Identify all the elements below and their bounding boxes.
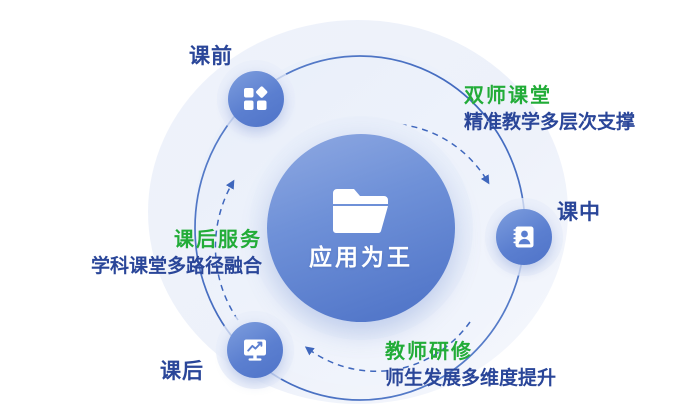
hub-circle[interactable]: 应用为王: [267, 134, 455, 322]
flow-arrow-bottom: [304, 321, 471, 372]
grid-diamond-icon: [242, 85, 270, 113]
annotation-after-school-service: 课后服务 学科课堂多路径融合: [0, 228, 262, 279]
stage-label-before-class: 课前: [189, 45, 233, 68]
hub-label: 应用为王: [309, 244, 413, 270]
monitor-chart-icon: [241, 337, 269, 363]
stage-label-during-class: 课中: [557, 201, 601, 224]
annotation-teacher-training: 教师研修 师生发展多维度提升: [385, 340, 556, 391]
stage-label-after-class: 课后: [160, 360, 204, 383]
annotation-dual-teacher: 双师课堂 精准教学多层次支撑: [464, 84, 635, 135]
node-before-class[interactable]: [228, 71, 284, 127]
contact-card-icon: [511, 224, 537, 250]
annotation-after-school-service-subtitle: 学科课堂多路径融合: [90, 255, 262, 277]
annotation-teacher-training-title: 教师研修: [385, 341, 473, 363]
node-after-class[interactable]: [227, 322, 283, 378]
folder-icon: [331, 187, 391, 240]
node-during-class[interactable]: [496, 209, 552, 265]
annotation-after-school-service-title: 课后服务: [174, 229, 262, 251]
annotation-dual-teacher-subtitle: 精准教学多层次支撑: [464, 111, 636, 133]
annotation-teacher-training-subtitle: 师生发展多维度提升: [385, 367, 557, 389]
annotation-dual-teacher-title: 双师课堂: [464, 85, 552, 107]
